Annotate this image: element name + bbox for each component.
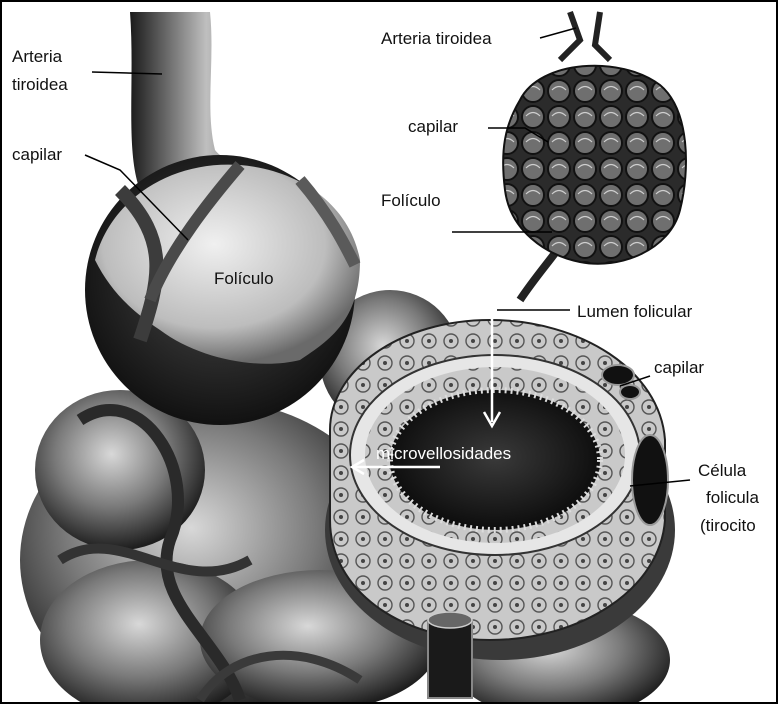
label-foliculo-right: Folículo [381,191,441,210]
label-celula-2: folicula [706,488,759,507]
label-celula-1: Célula [698,461,747,480]
label-capilar-right: capilar [654,358,704,377]
label-arteria-left-2: tiroidea [12,75,68,94]
label-capilar-top-right: capilar [408,117,458,136]
label-celula-3: (tirocito [700,516,756,535]
label-foliculo-center: Folículo [214,269,274,288]
label-capilar-left: capilar [12,145,62,164]
label-arteria-top-right: Arteria tiroidea [381,29,492,48]
label-lumen-folicular: Lumen folicular [577,302,693,321]
large-follicle [85,155,360,425]
follicle-cluster [503,12,686,300]
label-arteria-left-1: Arteria [12,47,63,66]
label-microvellosidades: microvellosidades [376,444,511,463]
